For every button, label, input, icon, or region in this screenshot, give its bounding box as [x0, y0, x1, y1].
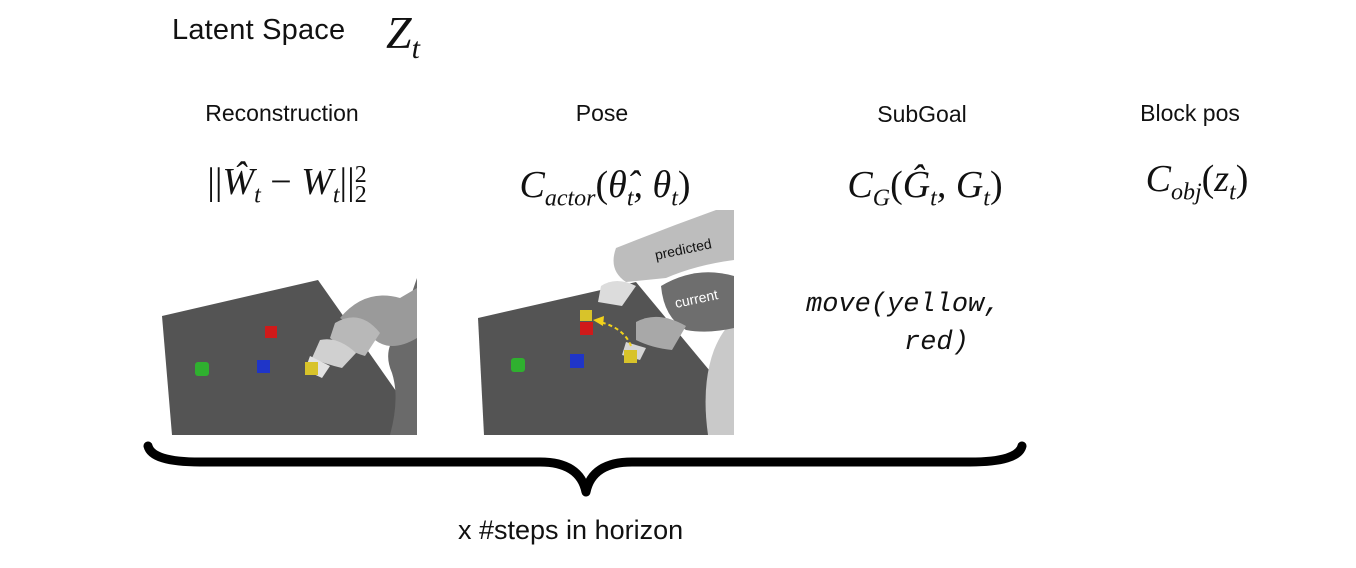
formula-block-pos: Cobj(zt) [1145, 158, 1249, 206]
reconstruction-scene-image [160, 278, 417, 435]
latent-symbol-main: Z [386, 7, 412, 58]
formula-subgoal: CG(Ĝt, Gt) [847, 164, 1003, 212]
robot-upper-arm [340, 288, 417, 347]
predicted-arm [613, 210, 734, 282]
current-arm [661, 272, 734, 332]
motion-arrow [599, 321, 632, 347]
yellow-block [305, 362, 318, 375]
predicted-gripper [598, 281, 636, 306]
horizon-brace [143, 441, 1027, 497]
subgoal-code-line-2: red) [904, 328, 969, 358]
blue-block [257, 360, 270, 373]
blue-block [570, 354, 584, 368]
column-label-reconstruction: Reconstruction [205, 100, 359, 126]
column-label-block-pos: Block pos [1140, 100, 1240, 126]
pose-scene-image: predicted current [476, 210, 734, 435]
yellow-block [624, 350, 637, 363]
horizon-caption: x #steps in horizon [458, 515, 684, 545]
robot-wrist [312, 339, 356, 368]
latent-symbol-subscript: t [411, 32, 420, 65]
column-label-subgoal: SubGoal [877, 101, 967, 127]
latent-space-title: Latent Space [172, 14, 346, 46]
table-surface [162, 280, 415, 435]
table-surface [478, 282, 734, 435]
green-block [195, 362, 209, 376]
red-block [265, 326, 277, 338]
latent-symbol: Zt [386, 6, 420, 65]
red-block [580, 322, 593, 335]
subgoal-code-line-1: move(yellow, [806, 290, 1001, 320]
current-wrist [636, 316, 686, 350]
green-block [511, 358, 525, 372]
column-label-pose: Pose [575, 100, 629, 126]
formula-pose: Cactor(θ̂t, θt) [519, 164, 691, 212]
yellow-block-target [580, 310, 592, 321]
motion-arrow-head [593, 316, 604, 326]
robot-body [705, 320, 734, 435]
